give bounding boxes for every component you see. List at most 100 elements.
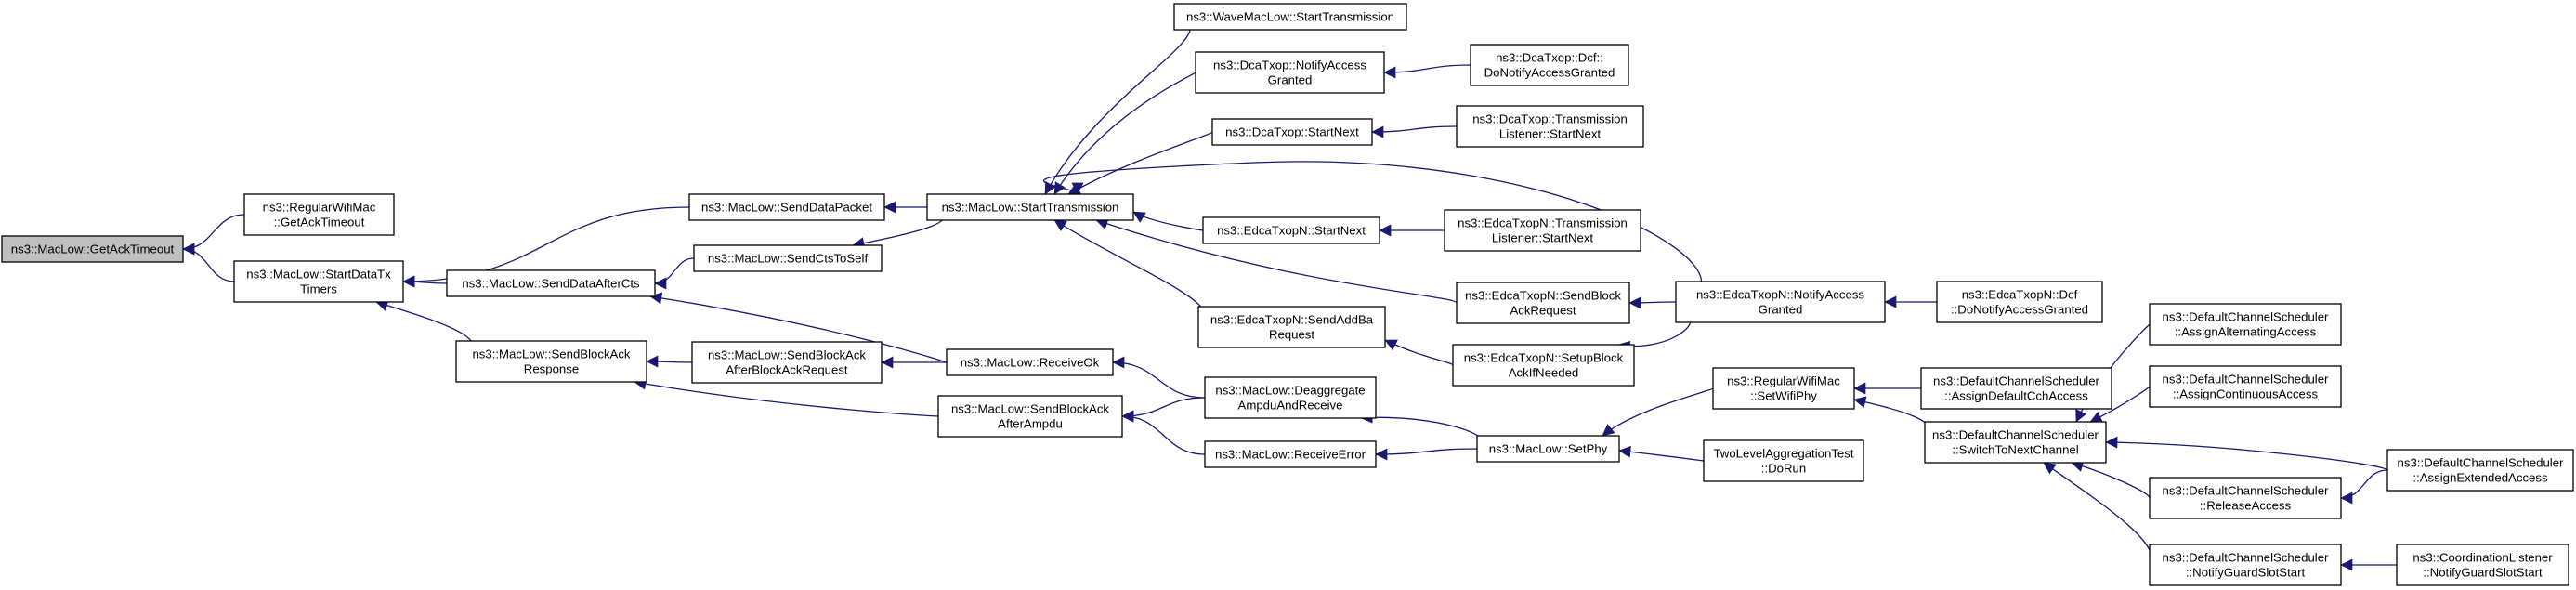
node-label: Request — [1269, 328, 1314, 342]
node-label: ns3::MacLow::ReceiveOk — [961, 356, 1100, 370]
node-label: ns3::MacLow::GetAckTimeout — [11, 243, 175, 256]
node-label: ns3::DcaTxop::StartNext — [1225, 125, 1359, 139]
node-assign-continuous[interactable]: ns3::DefaultChannelScheduler::AssignCont… — [2149, 365, 2342, 408]
node-label: ns3::MacLow::SendDataPacket — [701, 201, 872, 215]
edge-release-access-to-switch-to-next-channel — [2071, 460, 2151, 499]
node-box — [1204, 376, 1377, 419]
edge-edca-send-addba-to-start-transmission — [1053, 219, 1207, 328]
edge-assign-extended-to-switch-to-next-channel — [2105, 436, 2388, 471]
node-two-level-do-run[interactable]: TwoLevelAggregationTest::DoRun — [1703, 439, 1864, 482]
node-box — [1173, 3, 1407, 31]
node-label: Granted — [1268, 73, 1313, 87]
node-label: Granted — [1759, 303, 1803, 317]
node-release-access[interactable]: ns3::DefaultChannelScheduler::ReleaseAcc… — [2149, 477, 2342, 519]
node-send-cts-to-self[interactable]: ns3::MacLow::SendCtsToSelf — [693, 244, 883, 272]
node-box — [2149, 477, 2342, 519]
node-label: ns3::EdcaTxopN::SendAddBa — [1210, 313, 1374, 327]
node-label: ns3::MacLow::SendBlockAck — [708, 348, 866, 362]
node-label: ::NotifyGuardSlotStart — [2186, 566, 2306, 580]
node-label: ::AssignDefaultCchAccess — [1944, 389, 2088, 403]
edge-send-cts-to-self-to-send-data-after-cts — [654, 257, 695, 290]
node-dcf-do-notify[interactable]: ns3::DcaTxop::Dcf::DoNotifyAccessGranted — [1470, 44, 1629, 86]
node-notify-guard-slot-start[interactable]: ns3::DefaultChannelScheduler::NotifyGuar… — [2149, 544, 2342, 586]
edge-receive-ok-to-send-data-after-cts — [649, 292, 948, 363]
node-label: ns3::EdcaTxopN::SendBlock — [1465, 289, 1621, 303]
node-assign-extended[interactable]: ns3::DefaultChannelScheduler::AssignExte… — [2386, 449, 2574, 492]
node-box — [2149, 365, 2342, 408]
node-set-phy[interactable]: ns3::MacLow::SetPhy — [1476, 435, 1620, 463]
node-label: ns3::MacLow::SendBlockAck — [951, 402, 1109, 416]
node-label: Response — [524, 362, 579, 376]
edge-deaggregate-to-send-block-ack-after-ampdu — [1121, 397, 1206, 423]
edge-send-data-after-cts-to-start-data-tx-timers — [402, 275, 448, 288]
node-label: ns3::DefaultChannelScheduler — [2163, 373, 2329, 387]
node-label: ns3::MacLow::Deaggregate — [1215, 384, 1365, 398]
node-box — [1, 235, 184, 263]
node-assign-alternating[interactable]: ns3::DefaultChannelScheduler::AssignAlte… — [2149, 303, 2342, 346]
edge-receive-error-to-send-block-ack-after-ampdu — [1121, 410, 1206, 455]
node-label: ::SwitchToNextChannel — [1952, 443, 2078, 457]
node-label: ns3::DcaTxop::Dcf:: — [1496, 51, 1603, 65]
node-send-block-ack-after-bar[interactable]: ns3::MacLow::SendBlockAckAfterBlockAckRe… — [691, 341, 883, 384]
node-regular-get-ack-timeout[interactable]: ns3::RegularWifiMac::GetAckTimeout — [243, 193, 395, 236]
edge-edca-notify-access-granted-to-edca-send-block-ack-request — [1628, 296, 1677, 309]
node-label: ::NotifyGuardSlotStart — [2423, 566, 2543, 580]
node-label: AckIfNeeded — [1509, 366, 1579, 380]
node-box — [1924, 421, 2107, 464]
node-box — [1920, 367, 2112, 410]
node-receive-ok[interactable]: ns3::MacLow::ReceiveOk — [946, 348, 1114, 376]
edge-start-data-tx-timers-to-get-ack-timeout — [182, 243, 235, 282]
node-edca-notify-access-granted[interactable]: ns3::EdcaTxopN::NotifyAccessGranted — [1675, 281, 1886, 323]
node-switch-to-next-channel[interactable]: ns3::DefaultChannelScheduler::SwitchToNe… — [1924, 421, 2107, 464]
node-label: ns3::MacLow::StartDataTx — [246, 268, 391, 282]
edge-edca-setup-block-ack-to-edca-send-addba — [1384, 339, 1454, 366]
edge-dca-listener-start-next-to-dca-start-next — [1371, 125, 1458, 138]
node-label: ns3::RegularWifiMac — [263, 201, 376, 215]
node-label: ns3::EdcaTxopN::SetupBlock — [1464, 351, 1624, 365]
node-box — [1444, 209, 1641, 252]
node-label: ns3::RegularWifiMac — [1727, 374, 1840, 388]
node-coord-notify-guard-slot-start[interactable]: ns3::CoordinationListener::NotifyGuardSl… — [2396, 544, 2569, 586]
node-dca-start-next[interactable]: ns3::DcaTxop::StartNext — [1211, 118, 1373, 146]
node-send-data-after-cts[interactable]: ns3::MacLow::SendDataAfterCts — [446, 269, 656, 297]
node-dca-notify-access-granted[interactable]: ns3::DcaTxop::NotifyAccessGranted — [1195, 51, 1385, 94]
node-regular-set-wifi-phy[interactable]: ns3::RegularWifiMac::SetWifiPhy — [1712, 367, 1855, 410]
node-label: ::ReleaseAccess — [2200, 499, 2292, 513]
node-label: TwoLevelAggregationTest — [1713, 447, 1853, 461]
node-assign-default-cch[interactable]: ns3::DefaultChannelScheduler::AssignDefa… — [1920, 367, 2112, 410]
node-label: ns3::DefaultChannelScheduler — [2163, 310, 2329, 324]
node-label: ns3::EdcaTxopN::StartNext — [1217, 224, 1366, 238]
node-dca-listener-start-next[interactable]: ns3::DcaTxop::TransmissionListener::Star… — [1456, 105, 1644, 148]
node-get-ack-timeout[interactable]: ns3::MacLow::GetAckTimeout — [1, 235, 184, 263]
node-label: AckRequest — [1510, 304, 1576, 318]
node-label: ::AssignAlternatingAccess — [2175, 325, 2317, 339]
node-label: ::GetAckTimeout — [274, 216, 365, 229]
node-start-transmission[interactable]: ns3::MacLow::StartTransmission — [926, 193, 1134, 221]
node-wave-start-transmission[interactable]: ns3::WaveMacLow::StartTransmission — [1173, 3, 1407, 31]
node-box — [691, 341, 883, 384]
node-receive-error[interactable]: ns3::MacLow::ReceiveError — [1204, 440, 1377, 468]
node-label: ns3::EdcaTxopN::Dcf — [1962, 288, 2078, 302]
node-label: AfterAmpdu — [998, 417, 1063, 431]
node-label: Listener::StartNext — [1492, 231, 1594, 245]
node-box — [455, 340, 647, 383]
node-label: ::AssignContinuousAccess — [2173, 387, 2319, 401]
edge-layer — [182, 16, 2398, 571]
node-edca-listener-start-next[interactable]: ns3::EdcaTxopN::TransmissionListener::St… — [1444, 209, 1641, 252]
node-label: ns3::DefaultChannelScheduler — [1932, 428, 2099, 442]
node-label: ::DoRun — [1761, 462, 1806, 476]
edge-assign-continuous-to-switch-to-next-channel — [2089, 386, 2151, 423]
node-label: ns3::CoordinationListener — [2413, 551, 2553, 565]
node-send-data-packet[interactable]: ns3::MacLow::SendDataPacket — [688, 193, 885, 221]
node-box — [2149, 303, 2342, 346]
node-edca-start-next[interactable]: ns3::EdcaTxopN::StartNext — [1202, 216, 1380, 244]
node-edca-dcf-do-notify[interactable]: ns3::EdcaTxopN::Dcf::DoNotifyAccessGrant… — [1936, 281, 2103, 323]
